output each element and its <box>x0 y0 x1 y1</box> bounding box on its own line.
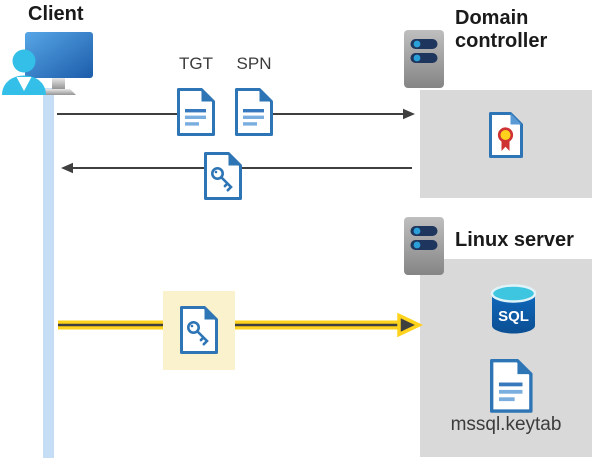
sql-database-icon: SQL <box>490 284 537 334</box>
person-icon <box>2 49 46 95</box>
arrowhead-right-icon <box>403 108 415 120</box>
key-ticket-icon <box>204 152 242 200</box>
spn-ticket-icon <box>235 88 273 136</box>
key-ticket-highlighted-icon <box>180 306 218 354</box>
domain-controller-server-icon <box>404 30 444 88</box>
client-workstation-icon <box>2 32 93 95</box>
keytab-file-icon <box>489 358 533 413</box>
linux-server-label: Linux server <box>455 229 574 251</box>
monitor-icon <box>25 32 93 95</box>
ticket-response-arrow <box>61 162 412 174</box>
ticket-request-arrow <box>57 108 415 120</box>
tgt-ticket-icon <box>177 88 215 136</box>
linux-server-icon <box>404 217 444 275</box>
client-timeline <box>43 88 54 458</box>
client-label: Client <box>28 3 84 25</box>
spn-label: SPN <box>236 54 272 73</box>
arrowhead-yellow-icon <box>397 312 424 338</box>
sql-badge-label: SQL <box>498 308 529 325</box>
domain-controller-label: Domain controller <box>455 7 548 52</box>
tgt-label: TGT <box>179 54 213 73</box>
certificate-icon <box>489 112 523 158</box>
kerberos-auth-arrow <box>58 312 424 338</box>
keytab-label: mssql.keytab <box>450 414 562 435</box>
arrowhead-left-icon <box>61 162 73 174</box>
